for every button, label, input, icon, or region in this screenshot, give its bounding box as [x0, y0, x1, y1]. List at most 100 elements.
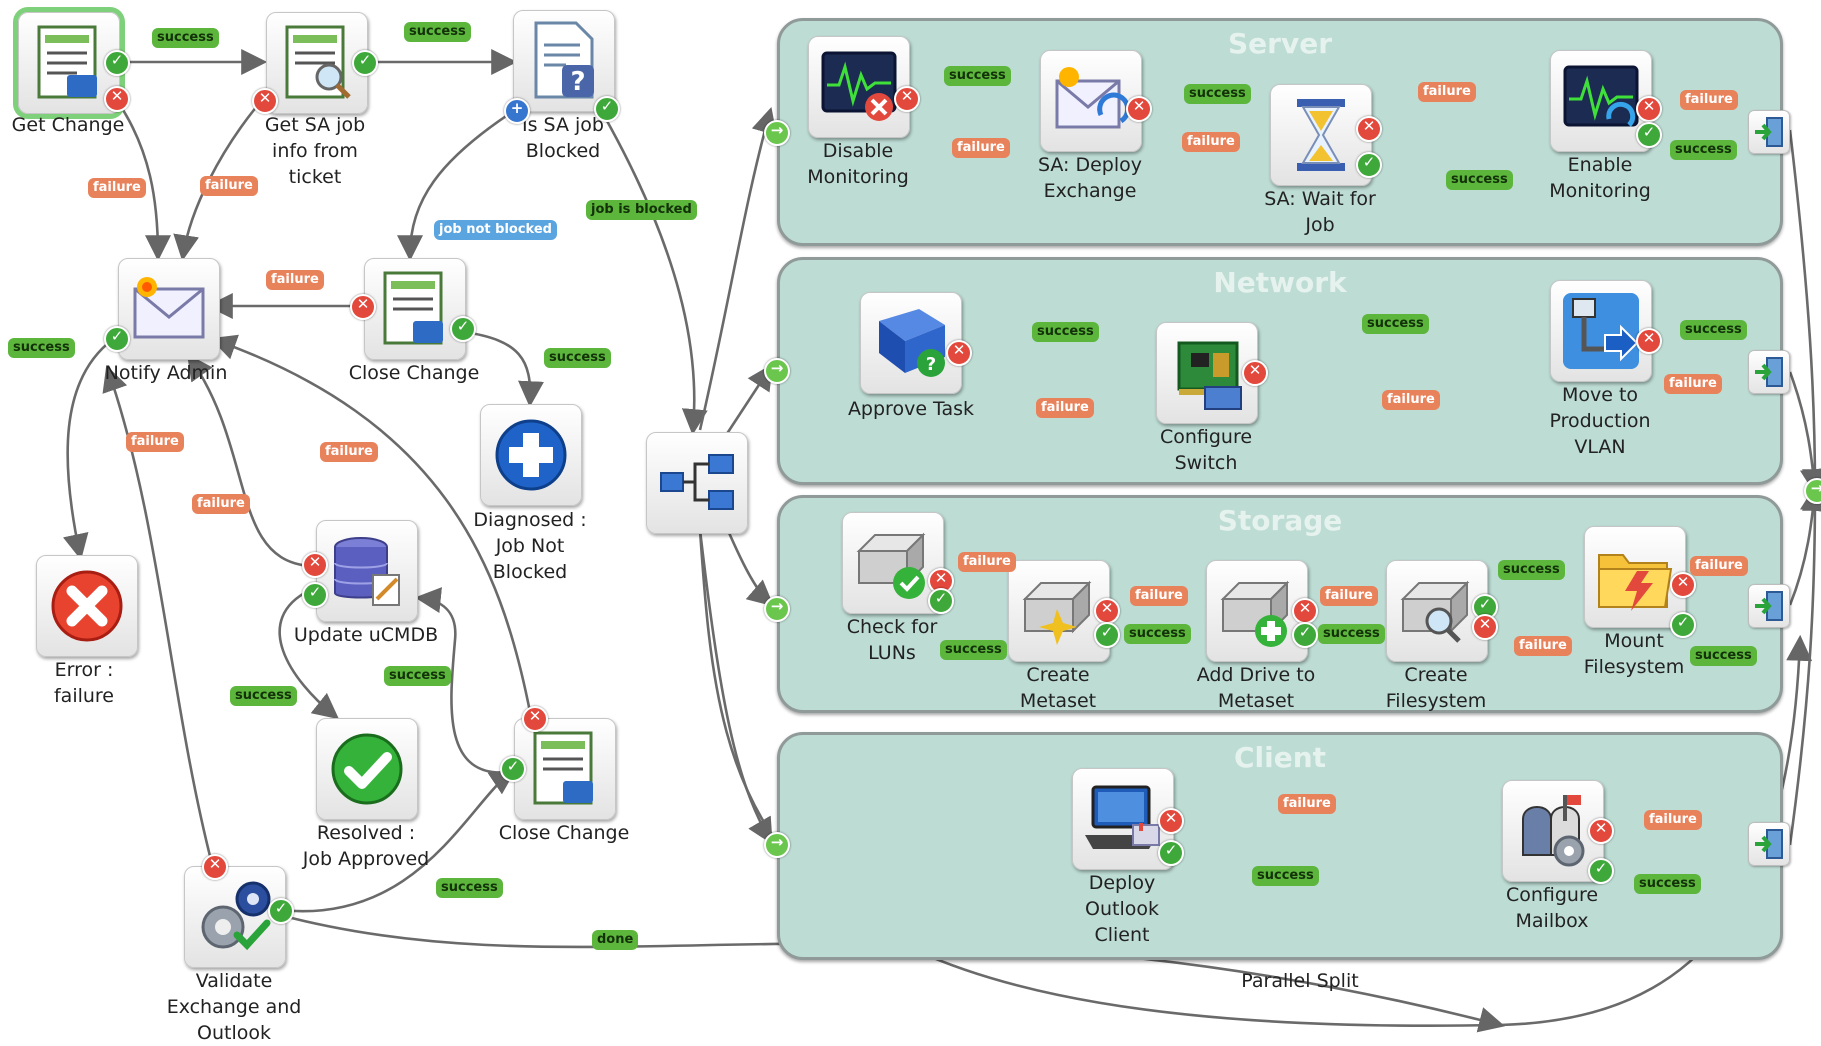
node-notify-admin[interactable] [118, 258, 220, 360]
node-sa-deploy-exchange[interactable] [1040, 50, 1142, 152]
port-luns-success[interactable] [928, 588, 954, 614]
node-resolved-job-approved[interactable] [316, 718, 418, 820]
label-close-change-top: Close Change [348, 362, 480, 384]
lane-client-entry[interactable] [764, 832, 790, 858]
node-add-drive-to-metaset[interactable] [1206, 560, 1308, 662]
port-close-bottom-failure[interactable] [522, 706, 548, 732]
node-move-to-production[interactable] [1550, 280, 1652, 382]
port-add-drive-success[interactable] [1292, 622, 1318, 648]
tag-success: success [384, 666, 451, 686]
wire-closebottom-notify [210, 334, 532, 713]
port-enable-failure[interactable] [1636, 96, 1662, 122]
node-configure-mailbox[interactable] [1502, 780, 1604, 882]
node-error-failure[interactable] [36, 555, 138, 657]
port-ucmdb-failure[interactable] [302, 552, 328, 578]
port-close-bottom-success[interactable] [500, 756, 526, 782]
label-get-sa-job-info: Get SA job info from ticket [264, 114, 366, 188]
port-get-change-failure[interactable] [104, 86, 130, 112]
port-outlook-failure[interactable] [1158, 808, 1184, 834]
port-validate-success[interactable] [268, 898, 294, 924]
label-parallel-split: Parallel Split [1241, 970, 1359, 992]
tag-job-not-blocked: job not blocked [434, 220, 557, 240]
port-wait-success[interactable] [1356, 152, 1382, 178]
port-get-sa-failure[interactable] [252, 88, 278, 114]
join-point[interactable] [1804, 478, 1821, 504]
port-move-failure[interactable] [1636, 328, 1662, 354]
port-approve-failure[interactable] [946, 340, 972, 366]
port-add-drive-failure[interactable] [1292, 598, 1318, 624]
tag-success: success [1446, 170, 1513, 190]
wire-split-server [698, 106, 777, 431]
node-close-change-bottom[interactable] [514, 718, 616, 820]
split-branch-icon [660, 454, 734, 510]
label-notify-admin: Notify Admin [104, 362, 228, 384]
plus-circle-icon [495, 419, 567, 491]
tag-failure: failure [1680, 90, 1738, 110]
network-move-icon [1563, 293, 1639, 369]
node-close-change-top[interactable] [364, 258, 466, 360]
port-notify-success[interactable] [104, 326, 130, 352]
lane-server-entry[interactable] [764, 120, 790, 146]
port-is-blocked-success[interactable] [594, 96, 620, 122]
lane-server-exit[interactable] [1748, 110, 1790, 154]
envelope-refresh-icon [1055, 67, 1131, 129]
node-create-metaset[interactable] [1008, 560, 1110, 662]
port-wait-failure[interactable] [1356, 116, 1382, 142]
node-disable-monitoring[interactable] [808, 36, 910, 138]
node-diagnosed[interactable] [480, 404, 582, 506]
port-enable-success[interactable] [1636, 122, 1662, 148]
node-enable-monitoring[interactable] [1550, 50, 1652, 152]
port-get-sa-success[interactable] [352, 50, 378, 76]
label-validate-exchange: Validate Exchange and Outlook [166, 970, 302, 1044]
node-check-for-luns[interactable] [842, 512, 944, 614]
database-edit-icon [334, 537, 400, 606]
lane-client: Client [777, 732, 1783, 960]
label-move-to-production: Move to Production VLAN [1549, 384, 1651, 458]
port-metaset-success[interactable] [1094, 622, 1120, 648]
label-get-change: Get Change [11, 114, 125, 136]
tag-success: success [404, 22, 471, 42]
node-get-sa-job-info[interactable] [266, 12, 368, 114]
port-deploy-exchange-failure[interactable] [1126, 96, 1152, 122]
node-validate-exchange[interactable] [184, 866, 286, 968]
port-get-change-success[interactable] [104, 50, 130, 76]
lane-storage-exit[interactable] [1748, 584, 1790, 628]
wire-exit-network [1788, 371, 1821, 496]
tag-failure: failure [200, 176, 258, 196]
port-outlook-success[interactable] [1158, 840, 1184, 866]
lane-storage-entry[interactable] [764, 596, 790, 622]
exit-door-icon [1755, 591, 1783, 621]
node-mount-filesystem[interactable] [1584, 526, 1686, 628]
gears-check-icon [201, 881, 271, 951]
node-update-ucmdb[interactable] [316, 520, 418, 622]
port-is-blocked-plus[interactable] [504, 98, 530, 124]
port-switch-failure[interactable] [1242, 360, 1268, 386]
lane-network-exit[interactable] [1748, 350, 1790, 394]
port-close-top-success[interactable] [450, 316, 476, 342]
node-approve-task[interactable]: ? [860, 292, 962, 394]
port-metaset-failure[interactable] [1094, 598, 1120, 624]
tag-failure: failure [1514, 636, 1572, 656]
port-filesystem-failure[interactable] [1472, 614, 1498, 640]
port-ucmdb-success[interactable] [302, 582, 328, 608]
port-mailbox-success[interactable] [1588, 858, 1614, 884]
tag-job-is-blocked: job is blocked [586, 200, 697, 220]
port-close-top-failure[interactable] [350, 294, 376, 320]
node-create-filesystem[interactable] [1386, 560, 1488, 662]
node-deploy-outlook[interactable] [1072, 768, 1174, 870]
lane-client-exit[interactable] [1748, 822, 1790, 866]
port-mount-failure[interactable] [1670, 572, 1696, 598]
tag-success: success [940, 640, 1007, 660]
node-sa-wait-for-job[interactable] [1270, 84, 1372, 186]
lane-network-entry[interactable] [764, 358, 790, 384]
port-mailbox-failure[interactable] [1588, 818, 1614, 844]
node-parallel-split[interactable] [646, 432, 748, 534]
tag-failure: failure [1644, 810, 1702, 830]
port-mount-success[interactable] [1670, 612, 1696, 638]
port-disable-failure[interactable] [894, 86, 920, 112]
node-is-sa-job-blocked[interactable]: ? [513, 10, 615, 112]
wire-getchange-notify [116, 101, 171, 262]
node-get-change[interactable] [18, 12, 120, 114]
port-validate-failure[interactable] [202, 854, 228, 880]
drive-add-icon [1220, 580, 1290, 647]
